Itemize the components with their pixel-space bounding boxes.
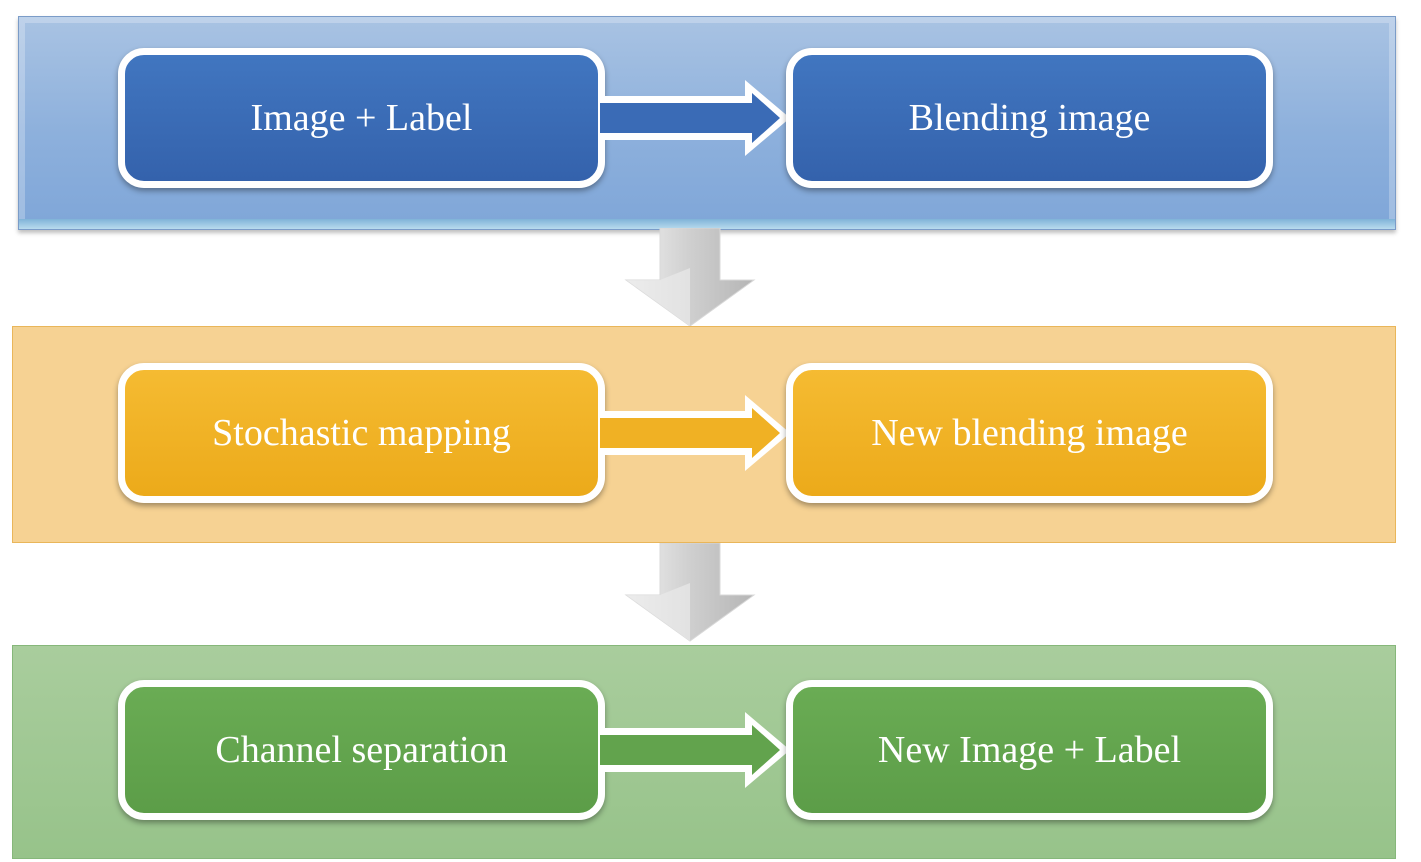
image-label-text: Image + Label: [250, 97, 473, 139]
channel-separation-text: Channel separation: [215, 729, 508, 771]
blending-image-text: Blending image: [908, 97, 1151, 139]
arrow-down-icon: [624, 543, 756, 642]
stochastic-mapping-box: Stochastic mapping: [118, 363, 605, 503]
arrow-right-icon: [600, 712, 790, 788]
new-blending-image-text: New blending image: [871, 412, 1188, 454]
image-label-box: Image + Label: [118, 48, 605, 188]
channel-separation-box: Channel separation: [118, 680, 605, 820]
arrow-right-icon: [600, 395, 790, 471]
new-blending-image-box: New blending image: [786, 363, 1273, 503]
arrow-right-icon: [600, 80, 790, 156]
blending-image-box: Blending image: [786, 48, 1273, 188]
new-image-label-text: New Image + Label: [877, 729, 1182, 771]
new-image-label-box: New Image + Label: [786, 680, 1273, 820]
stochastic-mapping-text: Stochastic mapping: [212, 412, 511, 454]
arrow-down-icon: [624, 228, 756, 327]
